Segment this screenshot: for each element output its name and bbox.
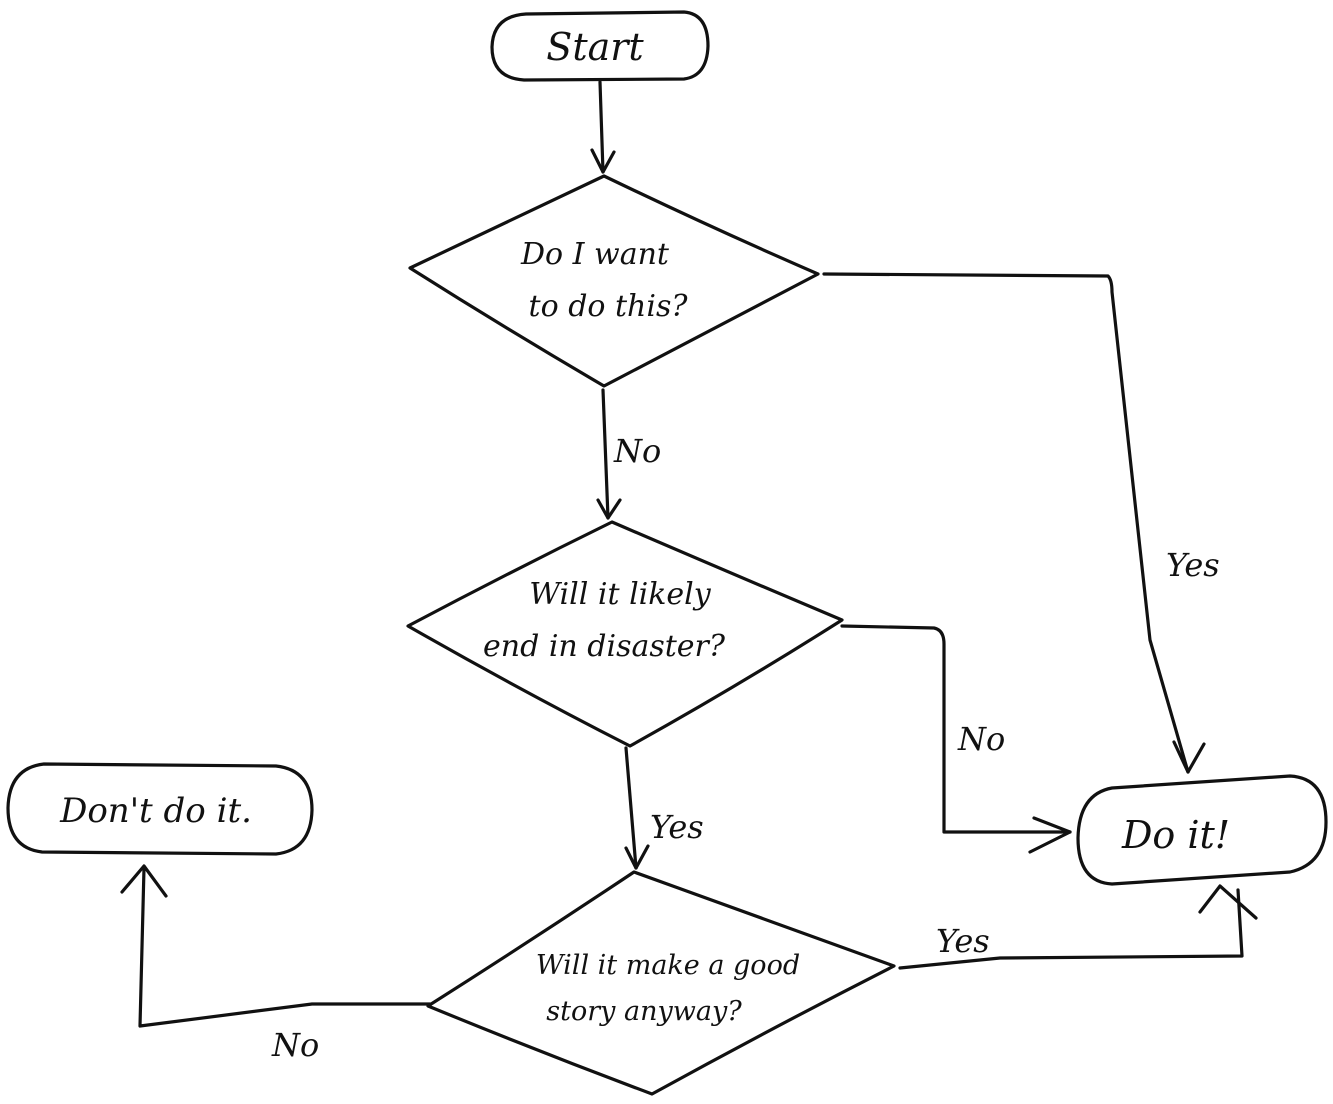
edge-story-no-arrowhead <box>120 864 168 898</box>
disaster-label-line2: end in disaster? <box>483 629 726 664</box>
doit-label: Do it! <box>1121 813 1230 857</box>
story-decision-shape <box>426 870 896 1096</box>
edge-disaster-yes-label: Yes <box>650 808 704 846</box>
node-dont-do-it: Don't do it. <box>6 762 314 856</box>
disaster-label-line1: Will it likely <box>529 577 712 612</box>
edge-disaster-no: No <box>840 624 1072 854</box>
edge-story-no: No <box>120 864 432 1064</box>
node-story-decision: Will it make a good story anyway? <box>426 870 896 1096</box>
edge-want-yes-label: Yes <box>1166 546 1220 584</box>
node-start: Start <box>490 10 710 82</box>
edge-story-yes-arrowhead <box>1198 884 1258 920</box>
want-decision-shape <box>408 174 820 388</box>
story-label-line1: Will it make a good <box>536 950 800 981</box>
start-label: Start <box>546 25 644 69</box>
dont-terminal-shape <box>6 762 314 856</box>
edge-want-no-label: No <box>613 432 661 470</box>
edge-want-yes: Yes <box>822 272 1220 774</box>
edge-disaster-no-line <box>840 624 1072 834</box>
edge-disaster-yes-arrowhead <box>624 844 650 870</box>
edge-want-yes-line <box>822 272 1190 774</box>
edge-story-no-label: No <box>271 1026 319 1064</box>
edge-story-yes-line <box>898 888 1244 970</box>
doit-terminal-shape <box>1076 774 1328 886</box>
edge-disaster-no-label: No <box>957 720 1005 758</box>
edge-want-no-line <box>601 388 610 520</box>
node-do-it: Do it! <box>1076 774 1328 886</box>
disaster-decision-shape <box>406 520 844 748</box>
want-label-line1: Do I want <box>520 237 670 272</box>
want-label-line2: to do this? <box>529 289 689 324</box>
edge-disaster-yes: Yes <box>624 746 704 870</box>
edge-story-yes-label: Yes <box>936 922 990 960</box>
node-want-decision: Do I want to do this? <box>408 174 820 388</box>
start-terminal-shape <box>490 10 710 82</box>
edge-start-to-want-line <box>598 80 605 174</box>
edge-story-yes: Yes <box>898 884 1258 970</box>
story-label-line2: story anyway? <box>546 996 742 1027</box>
edge-want-no: No <box>596 388 661 520</box>
edge-disaster-no-arrowhead <box>1028 816 1072 854</box>
edge-start-to-want <box>590 80 616 174</box>
dont-label: Don't do it. <box>59 791 252 831</box>
edge-want-yes-arrowhead <box>1172 740 1206 774</box>
node-disaster-decision: Will it likely end in disaster? <box>406 520 844 748</box>
edge-start-to-want-arrowhead <box>590 148 616 174</box>
edge-disaster-yes-line <box>624 746 638 870</box>
edge-story-no-line <box>138 866 432 1028</box>
edge-want-no-arrowhead <box>596 498 622 520</box>
